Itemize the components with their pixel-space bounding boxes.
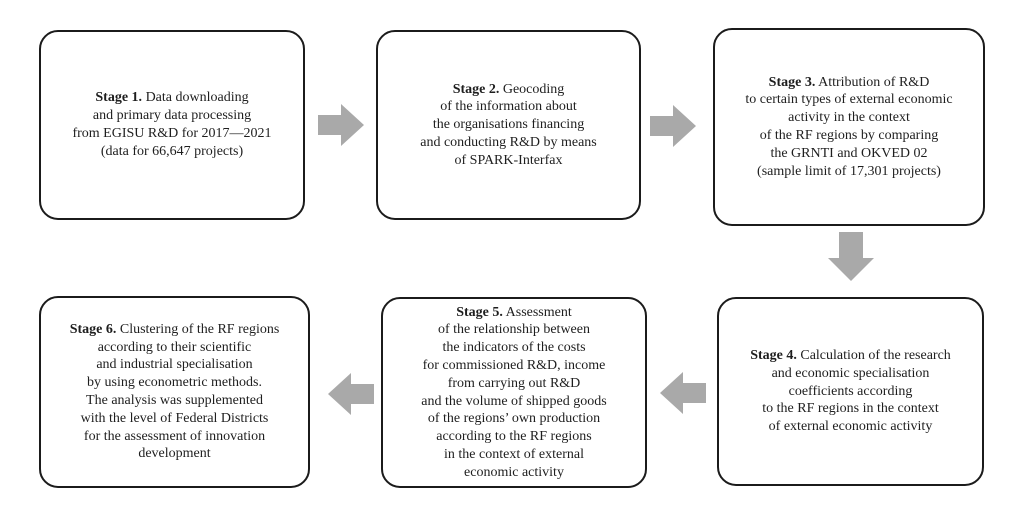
arrow-stage4-to-stage5 — [659, 371, 706, 415]
arrow-left-icon — [328, 373, 374, 415]
stage-6-label: Stage 6. — [69, 321, 117, 337]
arrow-left-icon — [660, 372, 706, 414]
stage-4-body: Calculation of the research and economic… — [762, 348, 951, 435]
stage-6-body: Clustering of the RF regions according t… — [80, 321, 280, 462]
stage-2-text: Stage 2. Geocoding of the information ab… — [386, 81, 631, 170]
arrow-right-icon — [318, 104, 364, 146]
stage-4-box: Stage 4. Calculation of the research and… — [717, 297, 984, 486]
stage-6-box: Stage 6. Clustering of the RF regions ac… — [39, 296, 310, 488]
stage-5-text: Stage 5. Assessment of the relationship … — [389, 304, 639, 482]
arrow-stage1-to-stage2 — [318, 103, 365, 147]
stage-5-label: Stage 5. — [456, 304, 503, 320]
stage-4-text: Stage 4. Calculation of the research and… — [727, 347, 974, 436]
stage-3-body: Attribution of R&D to certain types of e… — [745, 74, 953, 179]
stage-5-box: Stage 5. Assessment of the relationship … — [381, 297, 647, 488]
arrow-down-icon — [828, 232, 874, 281]
arrow-right-icon — [650, 105, 696, 147]
stage-4-label: Stage 4. — [750, 348, 797, 364]
stage-6-text: Stage 6. Clustering of the RF regions ac… — [49, 321, 300, 463]
stage-1-box: Stage 1. Data downloading and primary da… — [39, 30, 305, 220]
stage-1-label: Stage 1. — [95, 90, 143, 106]
stage-3-label: Stage 3. — [768, 74, 816, 90]
stage-2-box: Stage 2. Geocoding of the information ab… — [376, 30, 641, 220]
stage-2-label: Stage 2. — [452, 81, 500, 97]
stage-5-body: Assessment of the relationship between t… — [421, 304, 607, 480]
stage-3-text: Stage 3. Attribution of R&D to certain t… — [723, 74, 975, 181]
stage-2-body: Geocoding of the information about the o… — [420, 81, 597, 168]
stage-1-text: Stage 1. Data downloading and primary da… — [49, 89, 295, 160]
arrow-stage5-to-stage6 — [327, 372, 374, 416]
arrow-stage2-to-stage3 — [650, 104, 697, 148]
stage-3-box: Stage 3. Attribution of R&D to certain t… — [713, 28, 985, 226]
arrow-stage3-to-stage4 — [827, 232, 875, 282]
stage-1-body: Data downloading and primary data proces… — [72, 90, 272, 159]
